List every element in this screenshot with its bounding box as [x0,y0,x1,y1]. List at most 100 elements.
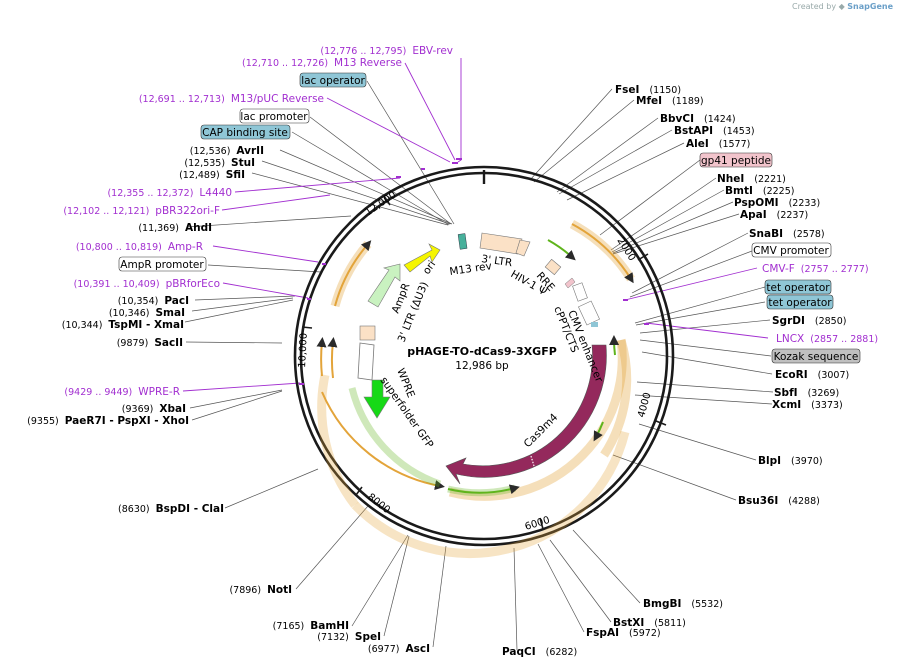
site-spei-coord: (7132) [317,632,349,643]
site-fspai: FspAI(5972) [586,627,661,639]
right-connectors [513,88,774,651]
box-tet-operator-1-text: tet operator [766,282,830,294]
credit-prefix: Created by [792,2,837,11]
tick-marks [301,195,667,530]
site-paci-coord: (10,354) [118,296,159,307]
site-asci: (6977)AscI [368,643,430,655]
site-blpi-name: BlpI [758,455,781,467]
site-spei-name: SpeI [355,631,381,643]
primer-m13-puc-name: M13/pUC Reverse [231,93,324,105]
site-nhei-coord: (2221) [754,174,786,185]
site-pspomi-name: PspOMI [734,197,779,209]
green-right-small [609,335,620,356]
site-sbfi-coord: (3269) [808,388,840,399]
primer-ebv-rev-coord: (12,776 .. 12,795) [320,46,406,57]
arrow-left-up-2 [327,337,338,379]
site-avrii: (12,536)AvrII [190,145,264,157]
primer-m13-reverse-name: M13 Reverse [334,57,402,69]
site-alei: AleI (1577) [686,138,750,150]
site-fsei-coord: (1150) [649,85,681,96]
green-left-bg [348,387,442,488]
site-bstxi-coord: (5811) [654,618,686,629]
primer-wpre-r: (9429 .. 9449) WPRE-R [64,386,180,398]
ltr3-box [479,232,523,255]
ori-arrow [403,243,441,273]
primer-l4440: (12,355 .. 12,372) L4440 [107,187,232,199]
site-alei-coord: (1577) [719,139,751,150]
box-tet-operator-2: tet operator [766,294,834,310]
box-tet-operator-2-text: tet operator [768,297,832,309]
site-sbfi-name: SbfI [774,387,798,399]
green-top-right [547,239,576,261]
label-3-ltr: 3' LTR [481,253,513,269]
outer-orange-left-bg [317,374,359,508]
plasmid-size: 12,986 bp [455,360,509,372]
primer-pbr322ori: (12,102 .. 12,121) pBR322ori-F [63,205,220,217]
green-right-bottom [593,421,604,442]
site-nhei-name: NheI [717,173,744,185]
site-fsei-name: FseI [615,84,639,96]
primer-pbr322ori-coord: (12,102 .. 12,121) [63,206,149,217]
primer-wpre-r-name: WPRE-R [138,386,180,398]
site-paqci-name: PaqCI [502,646,536,658]
primer-pbrforeco: (10,391 .. 10,409)pBRforEco [74,278,220,290]
orange-bottom-left [321,391,445,491]
site-bsu36i: Bsu36I(4288) [738,495,820,507]
site-mfei: MfeI(1189) [636,95,704,107]
site-bstapi-name: BstAPI [674,125,713,137]
site-snabi-name: SnaBI [749,228,783,240]
site-pspomi-coord: (2233) [789,198,821,209]
site-fsei: FseI (1150) [615,84,681,96]
primer-l4440-name: L4440 [199,187,232,199]
site-nhei: NheI (2221) [717,173,786,185]
left-connectors [184,80,455,648]
site-bbvci: BbvCI(1424) [660,113,736,125]
wpre-box [357,342,375,381]
primer-amp-r-coord: (10,800 .. 10,819) [76,242,162,253]
site-snabi: SnaBI(2578) [749,228,825,240]
site-xbai-name: XbaI [159,403,186,415]
site-avrii-coord: (12,536) [190,146,231,157]
site-paci-name: PacI [164,295,189,307]
hiv-psi-box [564,277,576,289]
site-blpi-coord: (3970) [791,456,823,467]
primer-pbrforeco-coord: (10,391 .. 10,409) [74,279,160,290]
site-bmti: BmtI(2225) [725,185,794,197]
cas9-arrow [445,344,607,485]
site-apai: ApaI(2237) [740,209,808,221]
site-bsu36i-coord: (4288) [788,496,820,507]
primer-l4440-coord: (12,355 .. 12,372) [107,188,193,199]
site-bbvci-name: BbvCI [660,113,694,125]
site-paer7i-name: PaeR7I - PspXI - XhoI [65,415,189,427]
site-noti-name: NotI [267,584,292,596]
site-asci-coord: (6977) [368,644,400,655]
site-fspai-name: FspAI [586,627,619,639]
site-smai-coord: (10,346) [109,308,150,319]
primer-ebv-rev: (12,776 .. 12,795) EBV-rev [320,45,453,57]
primer-connectors [182,58,769,392]
box-lac-promoter-text: lac promoter [240,111,308,123]
site-ecori-name: EcoRI [775,369,808,381]
box-cmv-promoter-text: CMV promoter [753,245,829,257]
site-stui-coord: (12,535) [184,158,225,169]
site-bmgbi: BmgBI(5532) [643,598,723,610]
primer-m13-puc: (12,691 .. 12,713)M13/pUC Reverse [139,93,324,105]
primer-m13-reverse: (12,710 .. 12,726)M13 Reverse [242,57,402,69]
primer-lncx-name: LNCX [776,333,804,345]
primer-ticks [299,158,649,385]
box-lac-promoter: lac promoter [239,108,310,124]
site-spei: (7132) SpeI [317,631,381,643]
box-cap-binding: CAP binding site [200,124,291,140]
outer-orange-bottom-bg [351,430,630,558]
cmv-promoter-box [572,282,588,302]
site-sfii: (12,489)SfiI [179,169,245,181]
primer-wpre-r-coord: (9429 .. 9449) [64,387,132,398]
site-xbai: (9369)XbaI [122,403,186,415]
primer-pbr322ori-name: pBR322ori-F [155,205,220,217]
site-alei-name: AleI [686,138,709,150]
site-tspmi-xmai-coord: (10,344) [62,320,103,331]
primer-ebv-rev-name: EBV-rev [412,45,453,57]
site-mfei-name: MfeI [636,95,662,107]
site-bstxi-name: BstXI [613,617,644,629]
credit-brand: SnapGene [847,2,893,11]
